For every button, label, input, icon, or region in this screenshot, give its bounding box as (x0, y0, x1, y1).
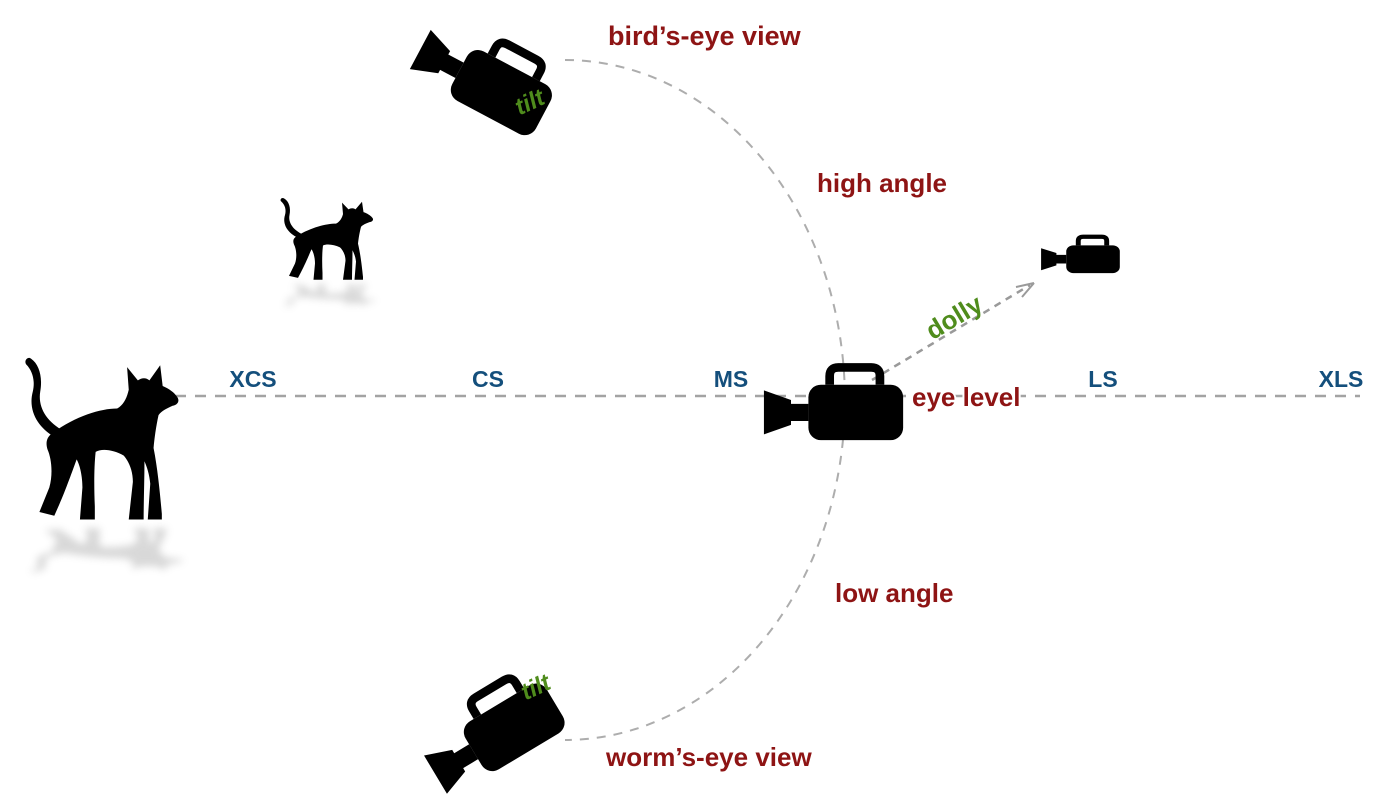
cat-reflection (283, 284, 377, 307)
subject-cat-small (267, 196, 377, 307)
shot-label-ms: MS (713, 366, 749, 392)
birds-eye-view-label: bird’s-eye view (608, 21, 801, 51)
cat-silhouette-icon (280, 197, 374, 280)
shot-label-cs: CS (472, 366, 504, 392)
video-camera-icon (1040, 231, 1122, 275)
eye-level-label: eye level (912, 382, 1021, 412)
cat-reflection (30, 528, 184, 573)
shot-label-xls: XLS (1318, 366, 1364, 392)
shot-label-ls: LS (1088, 366, 1118, 392)
cat-silhouette-icon (25, 357, 179, 520)
camera-eye-level (762, 356, 907, 444)
dolly-arrowhead-icon (1015, 282, 1035, 298)
video-camera-icon (762, 356, 907, 444)
subject-cat-large (3, 354, 185, 573)
low-angle-label: low angle (835, 578, 954, 608)
dolly-arrow-line (871, 283, 1031, 382)
high-angle-label: high angle (817, 168, 947, 198)
shot-label-xcs: XCS (229, 366, 277, 392)
camera-angle-arc (564, 59, 846, 741)
worms-eye-view-label: worm’s-eye view (606, 742, 812, 772)
camera-dolly-target (1040, 231, 1122, 275)
